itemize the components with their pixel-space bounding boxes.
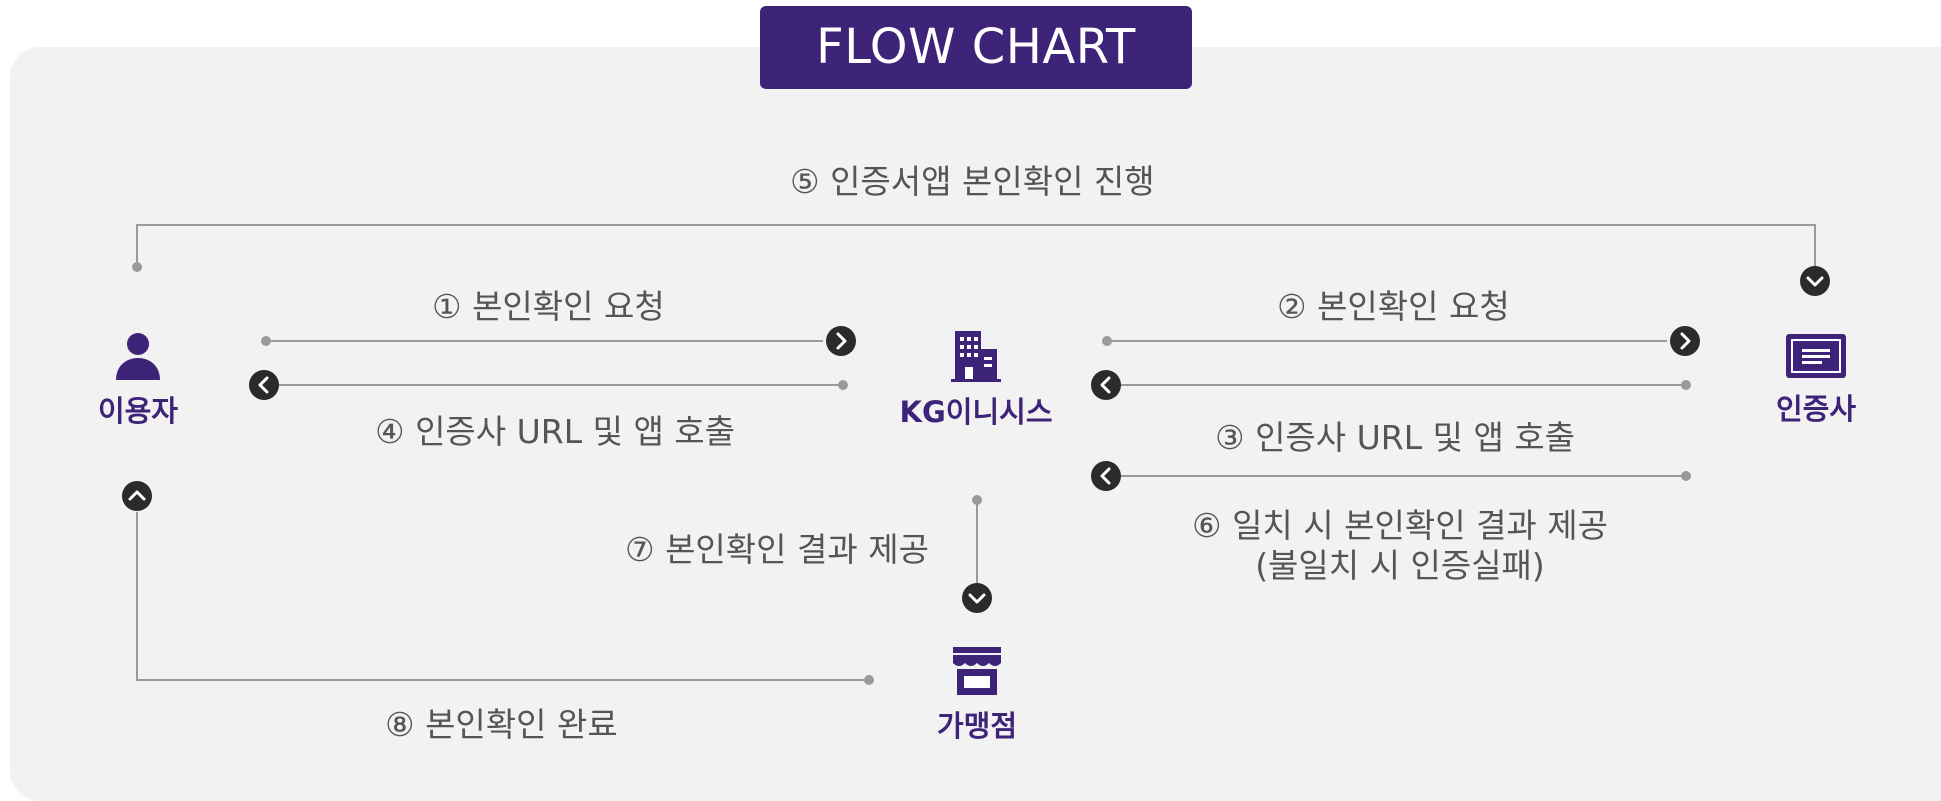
step8-label: ⑧ 본인확인 완료: [385, 705, 618, 744]
dot-step1-start: [261, 336, 271, 346]
node-cert-label: 인증사: [1775, 392, 1857, 426]
building-icon: [951, 331, 1001, 382]
connector-step8: [136, 512, 869, 681]
dot-step4-start: [838, 380, 848, 390]
connector-step5: [136, 224, 1816, 268]
dot-step5-start: [132, 262, 142, 272]
step7-label: ⑦ 본인확인 결과 제공: [625, 530, 929, 569]
arrow-step4-left-icon: [249, 370, 279, 400]
step6-label: ⑥ 일치 시 본인확인 결과 제공 (불일치 시 인증실패): [1150, 506, 1650, 586]
store-icon: [953, 647, 1001, 695]
dot-step3-start: [1681, 380, 1691, 390]
arrow-step1-right-icon: [826, 326, 856, 356]
node-merchant-label: 가맹점: [936, 709, 1018, 743]
flowchart-title: FLOW CHART: [760, 6, 1192, 89]
step3-label: ③ 인증사 URL 및 앱 호출: [1215, 418, 1576, 457]
dot-step7-start: [972, 495, 982, 505]
node-user-label: 이용자: [97, 394, 179, 428]
node-user: 이용자: [78, 332, 198, 430]
node-kg-label: KG이니시스: [899, 395, 1053, 429]
arrow-step5-down-icon: [1800, 266, 1830, 296]
arrow-step3-left-icon: [1091, 370, 1121, 400]
dot-step2-start: [1102, 336, 1112, 346]
dot-step6-start: [1681, 471, 1691, 481]
arrow-step8-up-icon: [122, 481, 152, 511]
arrow-step7-down-icon: [962, 583, 992, 613]
node-merchant: 가맹점: [917, 645, 1037, 745]
node-kg: KG이니시스: [876, 329, 1076, 431]
certificate-icon: [1786, 334, 1846, 378]
step1-label: ① 본인확인 요청: [432, 287, 665, 326]
arrow-step6-left-icon: [1091, 461, 1121, 491]
dot-step8-start: [864, 675, 874, 685]
node-cert: 인증사: [1756, 332, 1876, 428]
step6-label-line2: (불일치 시 인증실패): [1255, 546, 1545, 585]
person-icon: [116, 333, 160, 380]
step5-label: ⑤ 인증서앱 본인확인 진행: [790, 162, 1155, 201]
step6-label-line1: ⑥ 일치 시 본인확인 결과 제공: [1192, 506, 1608, 545]
step4-label: ④ 인증사 URL 및 앱 호출: [375, 412, 736, 451]
arrow-step2-right-icon: [1670, 326, 1700, 356]
step2-label: ② 본인확인 요청: [1277, 287, 1510, 326]
